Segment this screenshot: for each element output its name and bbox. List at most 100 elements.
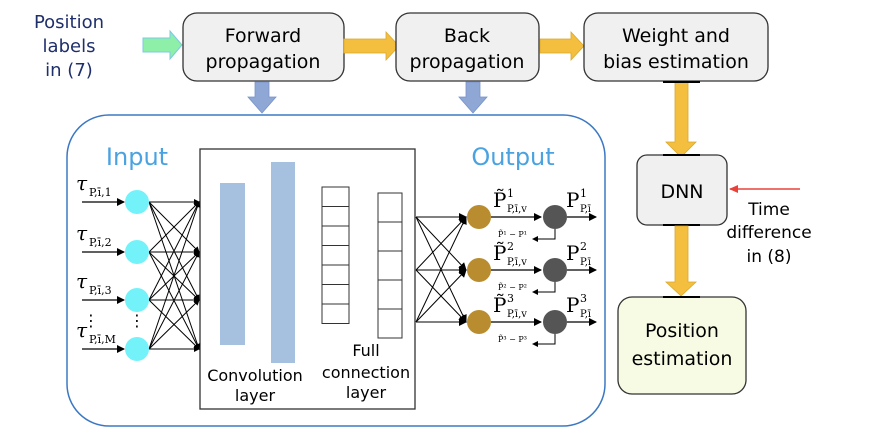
input-neuron — [125, 240, 149, 264]
input-subscript: P,ī,3 — [89, 284, 112, 297]
input-symbol: τ — [76, 171, 88, 195]
true-superscript: 3 — [580, 292, 587, 305]
orange-down-arrow-icon — [664, 225, 698, 297]
true-subscript: P,ī — [580, 204, 591, 215]
result-label-1: Position — [645, 320, 719, 342]
true-position-neuron — [543, 310, 567, 334]
estimate-symbol: P̃ — [493, 241, 506, 265]
fc1-cell — [321, 206, 350, 227]
orange-down-arrow-icon — [665, 81, 697, 158]
output-title: Output — [471, 143, 554, 171]
svg-text:difference: difference — [726, 223, 811, 243]
true-symbol: P — [566, 293, 579, 317]
green-arrow-icon — [142, 29, 183, 61]
output-neuron — [467, 310, 491, 334]
back-label-1: Back — [444, 25, 490, 47]
svg-text:Time: Time — [747, 200, 790, 220]
output-connection — [415, 269, 467, 323]
weight-label-2: bias estimation — [603, 51, 749, 73]
fc1-cell — [321, 225, 350, 246]
estimate-subscript: P,ī,v — [507, 257, 527, 268]
input-connection — [148, 201, 201, 350]
dnn-label: DNN — [660, 181, 703, 203]
input-neuron — [125, 288, 149, 312]
dnn-box[interactable]: DNN — [636, 154, 728, 226]
error-feedback-arrow — [532, 282, 556, 295]
input-symbol: τ — [76, 221, 88, 245]
error-feedback-arrow — [532, 229, 556, 242]
fc-layer-1 — [321, 186, 350, 324]
ellipsis-dots: ⋮ — [83, 311, 99, 330]
true-subscript: P,ī — [580, 257, 591, 268]
conv-label: Convolution layer — [207, 366, 303, 405]
time-difference-label: Time difference in (8) — [726, 200, 811, 267]
input-symbol: τ — [76, 269, 88, 293]
true-symbol: P — [566, 188, 579, 212]
fc2-cell — [377, 250, 403, 281]
fc-layer-2 — [377, 192, 403, 339]
output-neuron — [467, 258, 491, 282]
input-neuron — [125, 190, 149, 214]
svg-text:layer: layer — [346, 383, 387, 402]
fc1-cell — [321, 284, 350, 305]
input-subscript: P,ī,M — [89, 333, 116, 346]
network-container — [66, 114, 606, 427]
output-neuron — [467, 205, 491, 229]
true-superscript: 1 — [580, 187, 587, 200]
blue-down-arrow-icon — [458, 81, 488, 114]
forward-label-2: propagation — [206, 51, 321, 73]
fc2-cell — [377, 221, 403, 252]
weight-bias-box[interactable]: Weight and bias estimation — [583, 12, 769, 82]
fc2-cell — [377, 308, 403, 339]
error-label: P̃³ − P³ — [498, 335, 527, 344]
result-label-2: estimation — [632, 348, 733, 370]
svg-text:layer: layer — [235, 386, 276, 405]
true-position-neuron — [543, 258, 567, 282]
input-connection — [148, 201, 200, 301]
true-position-neuron — [543, 205, 567, 229]
svg-text:in (7): in (7) — [45, 60, 93, 81]
svg-text:Full: Full — [352, 341, 379, 360]
position-estimation-box[interactable]: Position estimation — [617, 296, 747, 395]
conv-bar-2 — [271, 162, 295, 363]
conv-bar-1 — [220, 183, 245, 345]
fc1-cell — [321, 264, 350, 285]
input-connection — [148, 299, 200, 350]
estimate-symbol: P̃ — [493, 293, 506, 317]
back-propagation-box[interactable]: Back propagation — [395, 12, 540, 82]
forward-label-1: Forward — [225, 25, 301, 47]
fc1-cell — [321, 303, 350, 324]
estimate-symbol: P̃ — [493, 188, 506, 212]
svg-text:Position: Position — [34, 12, 104, 33]
estimate-superscript: 1 — [507, 187, 514, 200]
input-connection — [148, 251, 200, 350]
ellipsis-dots: ⋮ — [129, 311, 145, 330]
svg-text:labels: labels — [43, 36, 96, 57]
svg-text:in (8): in (8) — [747, 247, 792, 267]
output-connection — [415, 216, 467, 323]
true-superscript: 2 — [580, 240, 587, 253]
input-subscript: P,ī,2 — [89, 236, 112, 249]
true-symbol: P — [566, 241, 579, 265]
output-connection — [415, 216, 467, 271]
back-label-2: propagation — [410, 51, 525, 73]
orange-arrow-icon — [343, 30, 400, 62]
error-feedback-arrow — [532, 334, 556, 347]
fc2-cell — [377, 279, 403, 310]
estimate-superscript: 2 — [507, 240, 514, 253]
forward-propagation-box[interactable]: Forward propagation — [182, 12, 345, 82]
true-subscript: P,ī — [580, 309, 591, 320]
input-symbol: τ — [76, 318, 88, 342]
error-label: P̃¹ − P¹ — [498, 230, 527, 239]
weight-label-1: Weight and — [622, 25, 730, 47]
estimate-subscript: P,ī,v — [507, 309, 527, 320]
input-connection — [148, 201, 200, 253]
estimate-subscript: P,ī,v — [507, 204, 527, 215]
